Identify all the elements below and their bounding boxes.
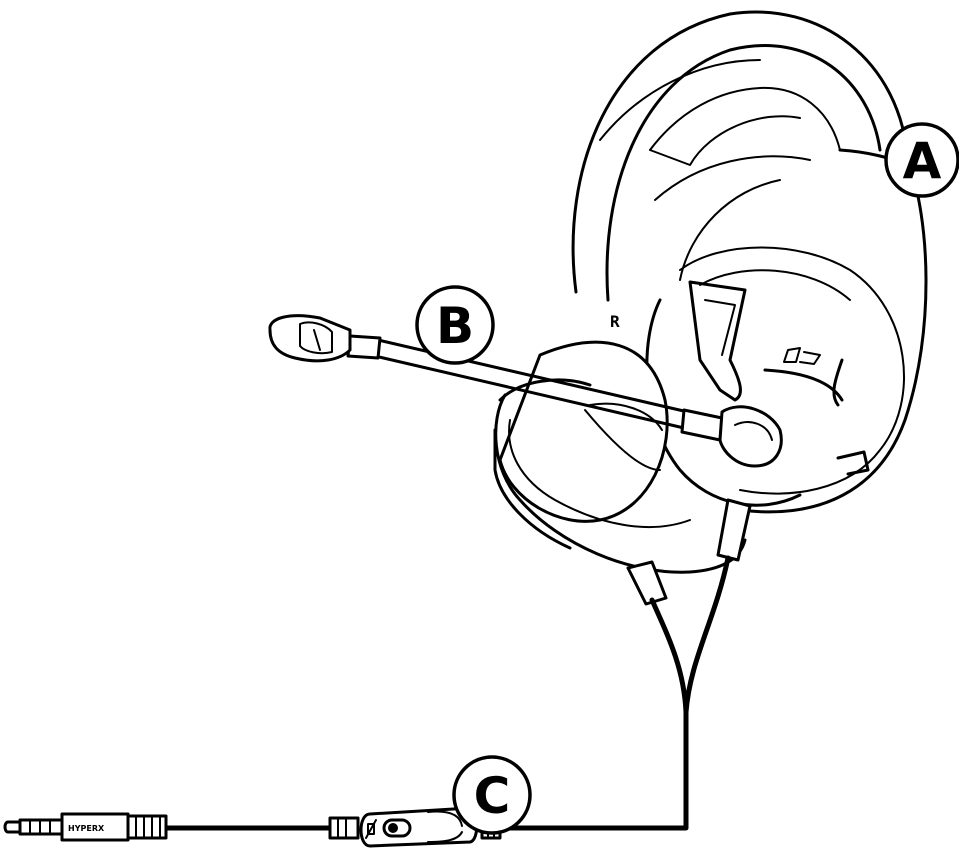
volume-wheel[interactable] bbox=[427, 810, 463, 843]
headset-cable bbox=[157, 555, 731, 831]
hyperx-logo-icon bbox=[763, 347, 844, 407]
callout-b: B bbox=[415, 285, 495, 365]
mic-mute-icon bbox=[365, 819, 377, 839]
mute-switch[interactable] bbox=[382, 818, 412, 838]
microphone-boom bbox=[268, 314, 783, 468]
ear-cup bbox=[645, 158, 928, 514]
ear-cushion bbox=[493, 340, 747, 574]
callout-c: C bbox=[452, 755, 532, 835]
callout-a: A bbox=[884, 122, 959, 198]
audio-plug: HYPERX bbox=[3, 812, 168, 842]
callout-b-label: B bbox=[436, 297, 474, 355]
plug-brand-text: HYPERX bbox=[68, 824, 105, 833]
callout-a-label: A bbox=[903, 132, 942, 190]
cable-strain-reliefs bbox=[626, 498, 752, 606]
headband bbox=[571, 10, 910, 302]
callout-c-label: C bbox=[474, 767, 511, 825]
side-marking: R bbox=[610, 312, 620, 331]
